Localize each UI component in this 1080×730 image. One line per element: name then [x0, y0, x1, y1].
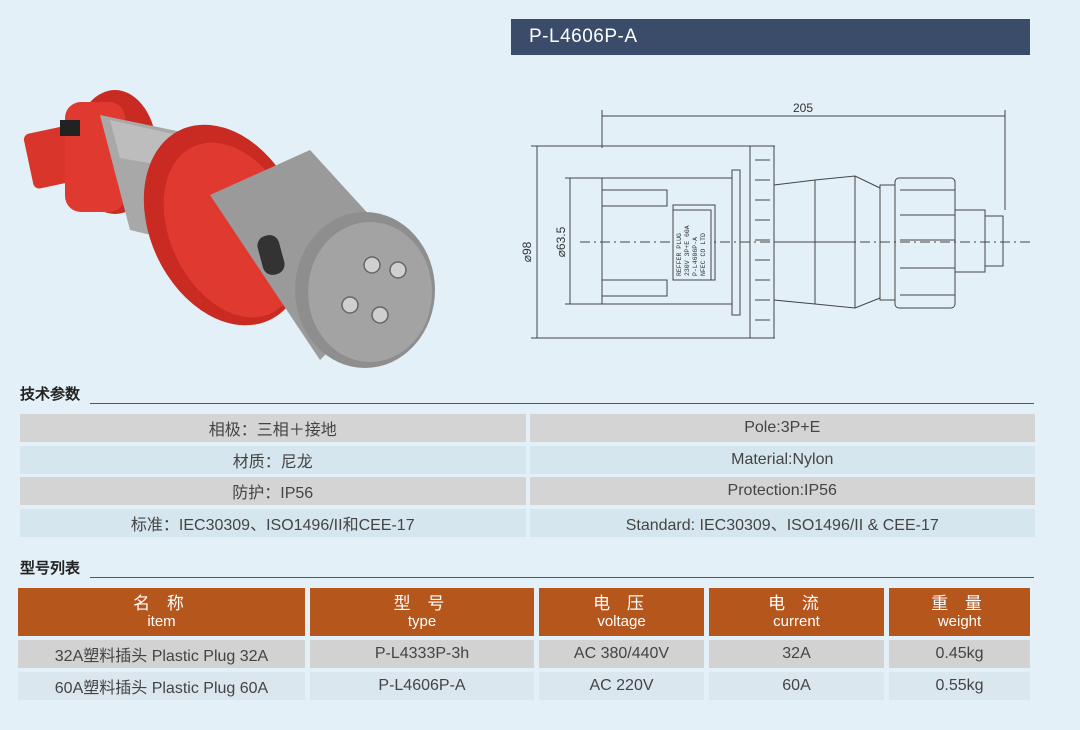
- drawing-label-3: P-L4606P-A: [692, 237, 699, 276]
- cell-item: 60A塑料插头 Plastic Plug 60A: [18, 672, 305, 700]
- plug-pins: [341, 256, 407, 324]
- dim-length: 205: [793, 101, 813, 115]
- header-item: 名 称 item: [18, 588, 305, 636]
- model-banner: P-L4606P-A: [511, 19, 1030, 55]
- spec-section-rule: [90, 403, 1034, 404]
- header-weight: 重 量 weight: [889, 588, 1030, 636]
- model-table: 名 称 item 型 号 type 电 压 voltage 电 流 curren…: [18, 588, 1035, 700]
- header-voltage-en: voltage: [597, 613, 646, 630]
- spec-cell-zh: 标准：IEC30309、ISO1496/II和CEE-17: [20, 508, 526, 537]
- cell-current: 60A: [709, 672, 884, 700]
- drawing-label-2: 230V 3P+E 60A: [684, 225, 691, 276]
- dim-inner-dia: ⌀63.5: [554, 226, 568, 257]
- spec-cell-en: Material:Nylon: [529, 445, 1035, 474]
- table-row: 32A塑料插头 Plastic Plug 32A P-L4333P-3h AC …: [18, 640, 1035, 668]
- product-photo: [23, 90, 435, 368]
- cell-current: 32A: [709, 640, 884, 668]
- header-current: 电 流 current: [709, 588, 884, 636]
- spec-row: 相极：三相＋接地 Pole:3P+E: [20, 414, 1035, 442]
- header-voltage: 电 压 voltage: [539, 588, 704, 636]
- spec-cell-zh: 相极：三相＋接地: [20, 414, 526, 442]
- cell-voltage: AC 380/440V: [539, 640, 704, 668]
- header-current-en: current: [773, 613, 820, 630]
- spec-table: 相极：三相＋接地 Pole:3P+E 材质：尼龙 Material:Nylon …: [20, 414, 1035, 540]
- cell-type: P-L4333P-3h: [310, 640, 534, 668]
- header-item-zh: 名 称: [133, 594, 190, 613]
- spec-cell-zh: 防护：IP56: [20, 477, 526, 505]
- spec-cell-en: Standard: IEC30309、ISO1496/II & CEE-17: [529, 508, 1035, 537]
- spec-cell-en: Pole:3P+E: [529, 414, 1035, 442]
- header-weight-zh: 重 量: [931, 594, 988, 613]
- model-table-header: 名 称 item 型 号 type 电 压 voltage 电 流 curren…: [18, 588, 1035, 636]
- header-type-zh: 型 号: [393, 594, 451, 613]
- model-section-title: 型号列表: [20, 560, 81, 577]
- spec-row: 防护：IP56 Protection:IP56: [20, 477, 1035, 505]
- cell-voltage: AC 220V: [539, 672, 704, 700]
- spec-cell-en: Protection:IP56: [529, 477, 1035, 505]
- header-voltage-zh: 电 压: [593, 594, 650, 613]
- cell-item: 32A塑料插头 Plastic Plug 32A: [18, 640, 305, 668]
- header-weight-en: weight: [937, 613, 982, 630]
- header-type-en: type: [407, 613, 437, 630]
- header-item-en: item: [147, 613, 176, 630]
- cell-weight: 0.55kg: [889, 672, 1030, 700]
- drawing-label-4: NFEC CO LTD: [700, 233, 707, 276]
- dim-outer-dia: ⌀98: [520, 241, 534, 262]
- dimension-drawing: 205 ⌀98 ⌀63.5 REFFER PLUG 230V 3P+E 60A …: [520, 101, 1030, 339]
- model-section-rule: [90, 577, 1034, 578]
- table-row: 60A塑料插头 Plastic Plug 60A P-L4606P-A AC 2…: [18, 672, 1035, 700]
- spec-section-title: 技术参数: [20, 386, 81, 403]
- spec-row: 材质：尼龙 Material:Nylon: [20, 445, 1035, 474]
- header-type: 型 号 type: [310, 588, 534, 636]
- drawing-label-1: REFFER PLUG: [676, 233, 683, 276]
- spec-cell-zh: 材质：尼龙: [20, 445, 526, 474]
- cell-type: P-L4606P-A: [310, 672, 534, 700]
- cell-weight: 0.45kg: [889, 640, 1030, 668]
- spec-row: 标准：IEC30309、ISO1496/II和CEE-17 Standard: …: [20, 508, 1035, 537]
- header-current-zh: 电 流: [768, 594, 825, 613]
